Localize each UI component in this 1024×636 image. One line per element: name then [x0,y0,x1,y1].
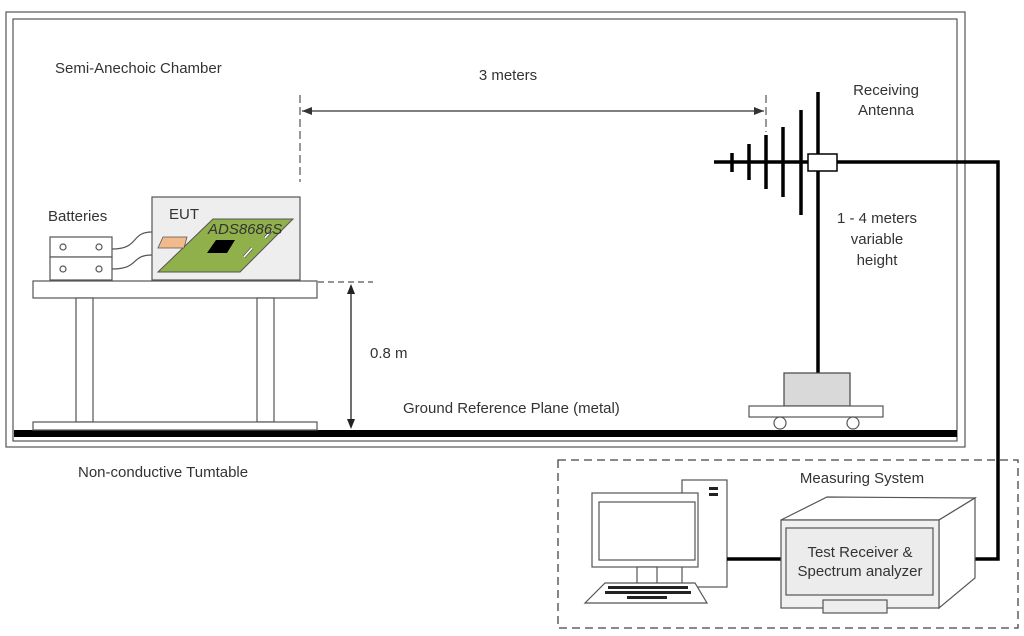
batteries-label: Batteries [48,208,107,225]
chamber-label: Semi-Anechoic Chamber [55,60,222,77]
antenna-label-1: Receiving [853,82,919,99]
semi-anechoic-chamber [5,11,966,448]
height-label-1: 1 - 4 meters [837,210,917,227]
receiver-label-1: Test Receiver & [807,544,912,561]
ground-reference-plane [14,430,957,437]
height-label-3: height [857,252,899,269]
eut-label: EUT [169,206,199,223]
table-height-label: 0.8 m [370,345,408,362]
receiving-antenna [714,92,838,374]
computer [583,479,728,604]
measuring-system-box [557,459,1019,629]
turntable-table [32,280,318,431]
antenna-label-2: Antenna [858,102,915,119]
eut: ADS8686S [151,196,301,281]
pad [157,236,188,249]
height-label-2: variable [851,231,904,248]
distance-dimension [299,95,767,182]
antenna-cable [837,160,1000,561]
connector [807,153,838,172]
chip [207,240,235,253]
measuring-system-label: Measuring System [800,470,924,487]
turntable-label: Non-conductive Tumtable [78,464,248,481]
ground-plane-label: Ground Reference Plane (metal) [403,400,620,417]
antenna-cart [748,372,884,430]
batteries [49,231,153,281]
table-height-dimension [318,281,373,429]
distance-label: 3 meters [479,67,537,84]
test-receiver: Test Receiver & Spectrum analyzer [780,496,978,614]
receiver-label-2: Spectrum analyzer [797,563,922,580]
board-label: ADS8686S [207,221,282,238]
